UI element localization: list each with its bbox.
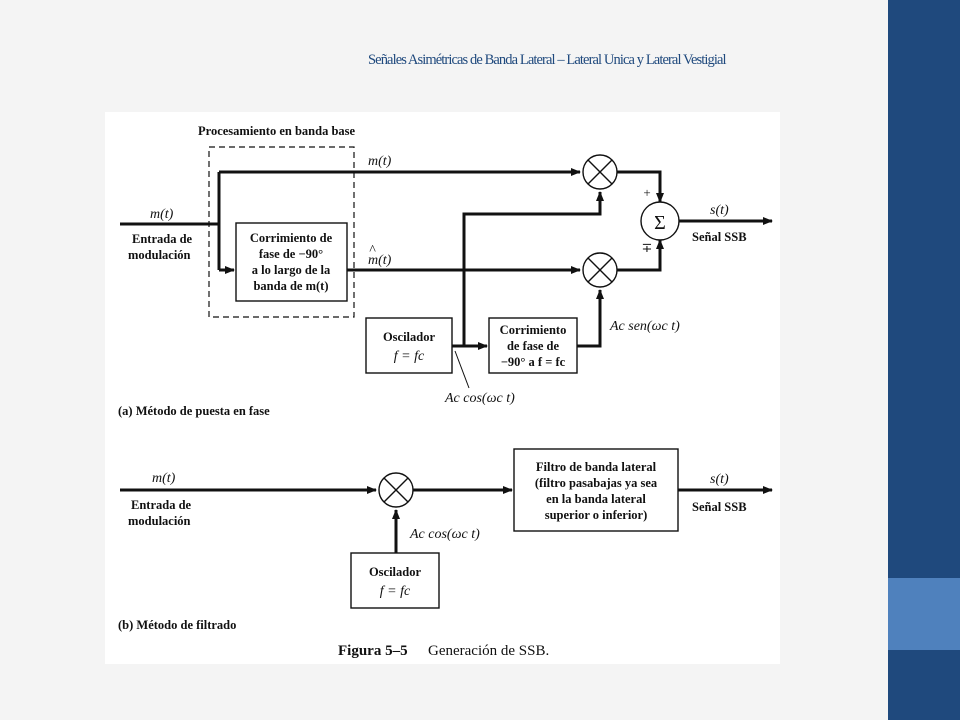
phase-shift-90-block	[488, 317, 578, 374]
slide-title: Señales Asimétricas de Banda Lateral – L…	[368, 52, 727, 68]
upper-to-sum	[617, 170, 664, 203]
filter-line-3: en la banda lateral	[546, 492, 646, 506]
decorative-bar-middle	[888, 578, 960, 650]
filter-line-1: Filtro de banda lateral	[536, 460, 657, 474]
caption-b: (b) Método de filtrado	[118, 618, 236, 632]
input-label-b-1: Entrada de	[131, 498, 192, 512]
sum-symbol: Σ	[654, 212, 666, 234]
filter-line-4: superior o inferior)	[545, 508, 648, 522]
sin-label: Ac sen(ωc t)	[609, 319, 680, 334]
oscillator-a-line-2: f = fc	[394, 349, 425, 364]
oscillator-block-b	[350, 552, 440, 609]
output-signal-b: s(t)	[710, 472, 729, 487]
cos-label-pointer	[454, 350, 470, 389]
decorative-bar-top	[888, 0, 960, 578]
plus-sign: +	[643, 185, 650, 200]
caption-a: (a) Método de puesta en fase	[118, 404, 270, 418]
output-label-b: Señal SSB	[692, 500, 747, 514]
oscillator-block-a	[365, 317, 453, 374]
minus-plus-sign: ∓	[642, 240, 653, 255]
baseband-label: Procesamiento en banda base	[198, 124, 356, 138]
phase-shift-line-3: a lo largo de la	[252, 263, 331, 277]
cos-path	[452, 191, 604, 348]
output-label-a: Señal SSB	[692, 230, 747, 244]
phase-shift-90-line-2: de fase de	[507, 339, 560, 353]
input-signal-b: m(t)	[152, 471, 176, 486]
input-label-a-2: modulación	[128, 248, 191, 262]
phase-shift-line-1: Corrimiento de	[250, 231, 333, 245]
upper-signal-label: m(t)	[368, 154, 392, 169]
figure-number: Figura 5–5	[338, 643, 408, 659]
lower-to-sum	[617, 239, 664, 272]
cos-label-a: Ac cos(ωc t)	[444, 391, 515, 406]
phase-shift-block	[235, 222, 348, 302]
input-label-b-2: modulación	[128, 514, 191, 528]
phase-shift-90-line-3: −90° a f = fc	[501, 355, 566, 369]
cos-label-b: Ac cos(ωc t)	[409, 527, 480, 542]
phase-shift-line-4: banda de m(t)	[253, 279, 328, 293]
phase-shift-90-line-1: Corrimiento	[500, 323, 567, 337]
upper-multiplier	[582, 154, 618, 190]
input-label-a-1: Entrada de	[132, 232, 193, 246]
lower-multiplier	[582, 252, 618, 288]
sin-path	[577, 289, 604, 348]
diagram-b: m(t) Entrada de modulación Filtro de ban…	[118, 448, 773, 632]
figure-caption: Generación de SSB.	[428, 643, 549, 659]
baseband-processing-region	[208, 146, 355, 318]
phase-shift-line-2: fase de −90°	[259, 247, 323, 261]
filter-line-2: (filtro pasabajas ya sea	[535, 476, 658, 490]
oscillator-a-line-1: Oscilador	[383, 330, 436, 344]
sideband-filter-block	[513, 448, 679, 532]
lower-signal-label: m(t)	[368, 253, 392, 268]
multiplier-b	[378, 472, 414, 508]
decorative-bar-bottom	[888, 650, 960, 720]
oscillator-b-line-1: Oscilador	[369, 565, 422, 579]
diagram-a: Procesamiento en banda base m(t) Entrada…	[118, 124, 773, 418]
input-signal-a: m(t)	[150, 207, 174, 222]
hat-symbol: ^	[369, 243, 376, 258]
output-signal-a: s(t)	[710, 203, 729, 218]
oscillator-b-line-2: f = fc	[380, 584, 411, 599]
